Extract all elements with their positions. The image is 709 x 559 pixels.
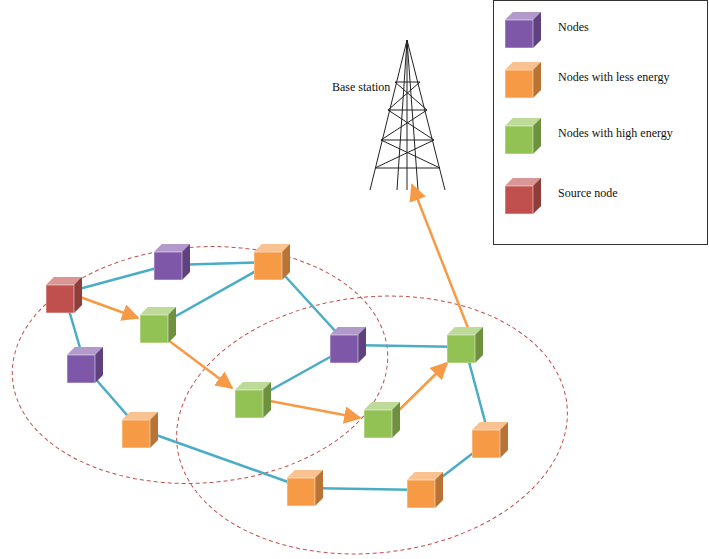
legend-text: Nodes with less energy	[558, 70, 669, 84]
cluster-outline	[164, 277, 581, 559]
sensor-node	[46, 244, 508, 508]
legend-swatch	[505, 12, 541, 48]
legend-swatch	[505, 118, 541, 154]
link-line	[66, 262, 490, 490]
legend-frame	[494, 1, 708, 245]
cluster-outline	[4, 234, 396, 496]
legend-swatch	[505, 178, 541, 214]
legend-text: Source node	[558, 186, 618, 200]
station-label: Base station	[332, 80, 390, 94]
legend-swatch	[505, 62, 541, 98]
route-arrow	[80, 185, 468, 418]
legend-text: Nodes	[558, 20, 589, 34]
legend-text: Nodes with high energy	[558, 126, 673, 140]
base-station-tower	[370, 40, 445, 190]
